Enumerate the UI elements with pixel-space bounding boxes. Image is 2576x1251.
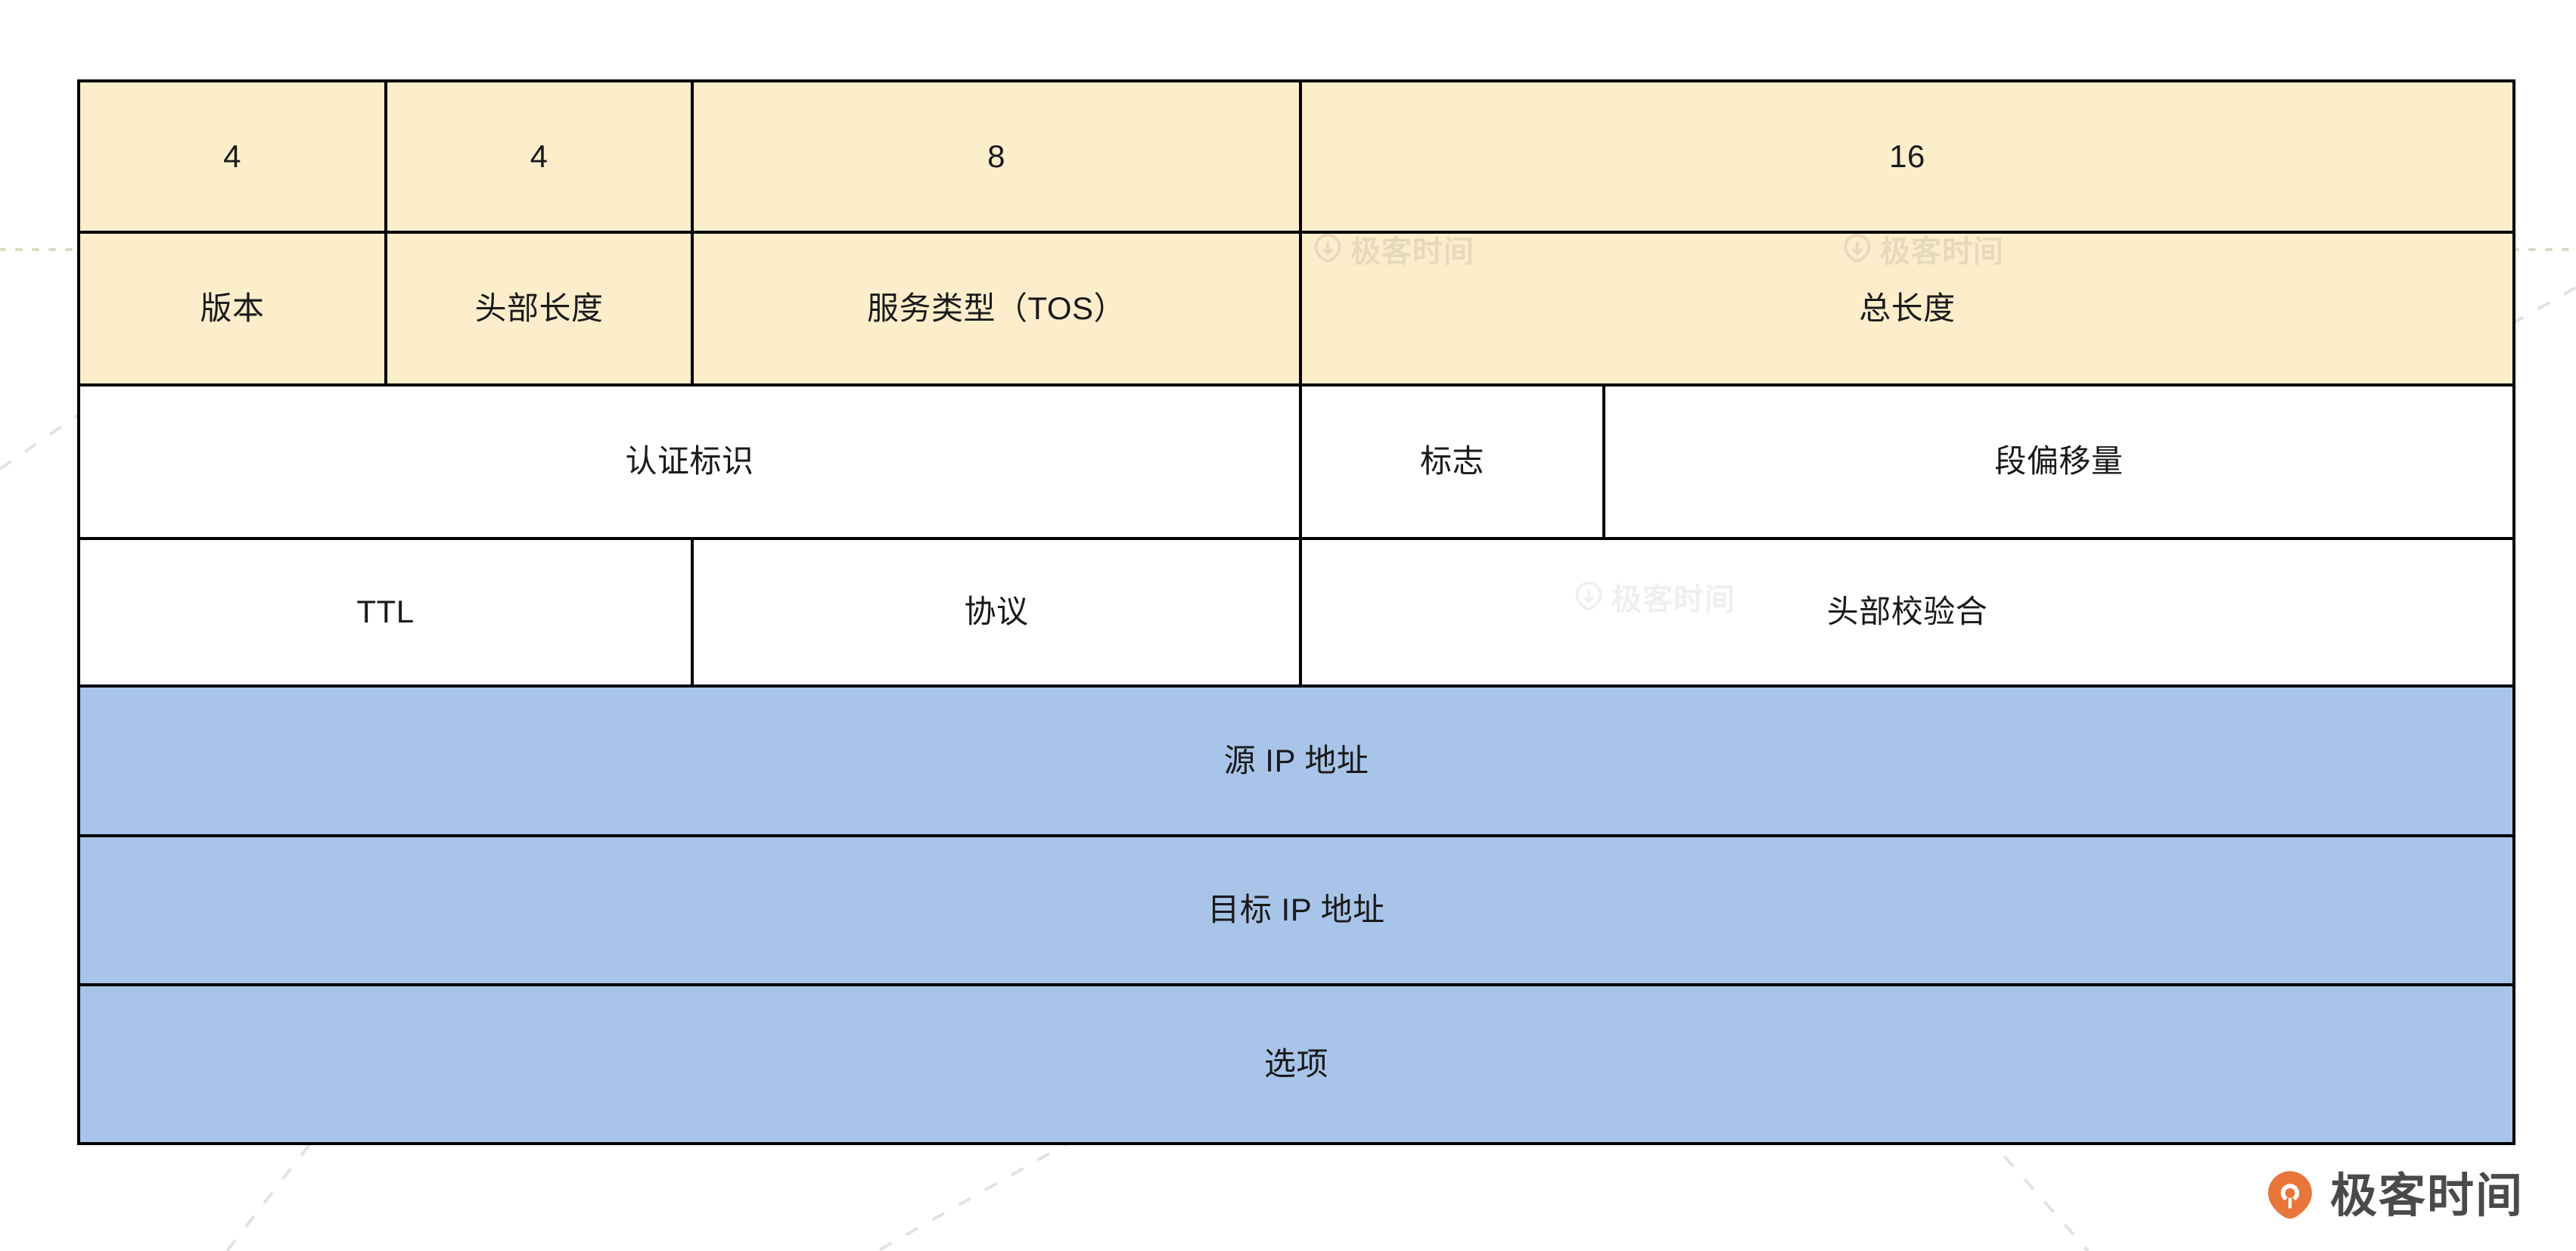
- geektime-logo-icon: [2268, 1171, 2312, 1219]
- cell-options: 选项: [77, 983, 2515, 1145]
- cell-ttl: TTL: [77, 537, 694, 688]
- table-row-bit-widths: 4 4 8 16: [77, 79, 2515, 234]
- cell-bits-tos: 8: [691, 79, 1302, 234]
- cell-fragment-offset: 段偏移量: [1602, 383, 2515, 540]
- cell-bits-total-length: 16: [1299, 79, 2515, 234]
- cell-source-ip-address: 源 IP 地址: [77, 684, 2515, 837]
- table-row-ttl-protocol: TTL 协议 头部校验合: [77, 537, 2515, 688]
- table-row-identification: 认证标识 标志 段偏移量: [77, 383, 2515, 540]
- ip-header-diagram-table: 4 4 8 16 版本 头部长度 服务类型（TOS） 总长度 认证标识 标志 段…: [77, 79, 2515, 1145]
- cell-destination-ip-address: 目标 IP 地址: [77, 834, 2515, 986]
- brand-name: 极客时间: [2330, 1170, 2525, 1222]
- table-row-destination-address: 目标 IP 地址: [77, 834, 2515, 986]
- table-row-field-names-1: 版本 头部长度 服务类型（TOS） 总长度: [77, 231, 2515, 386]
- table-row-source-address: 源 IP 地址: [77, 684, 2515, 837]
- cell-flags: 标志: [1299, 383, 1605, 540]
- table-row-options: 选项: [77, 983, 2515, 1145]
- cell-total-length: 总长度: [1299, 231, 2515, 386]
- cell-bits-version: 4: [77, 79, 387, 234]
- cell-header-length: 头部长度: [384, 231, 694, 386]
- cell-protocol: 协议: [691, 537, 1302, 688]
- cell-bits-header-length: 4: [384, 79, 694, 234]
- cell-identification: 认证标识: [77, 383, 1302, 540]
- brand-logo: 极客时间: [2262, 1169, 2524, 1225]
- cell-header-checksum: 头部校验合: [1299, 537, 2515, 688]
- cell-version: 版本: [77, 231, 387, 386]
- cell-type-of-service: 服务类型（TOS）: [691, 231, 1302, 386]
